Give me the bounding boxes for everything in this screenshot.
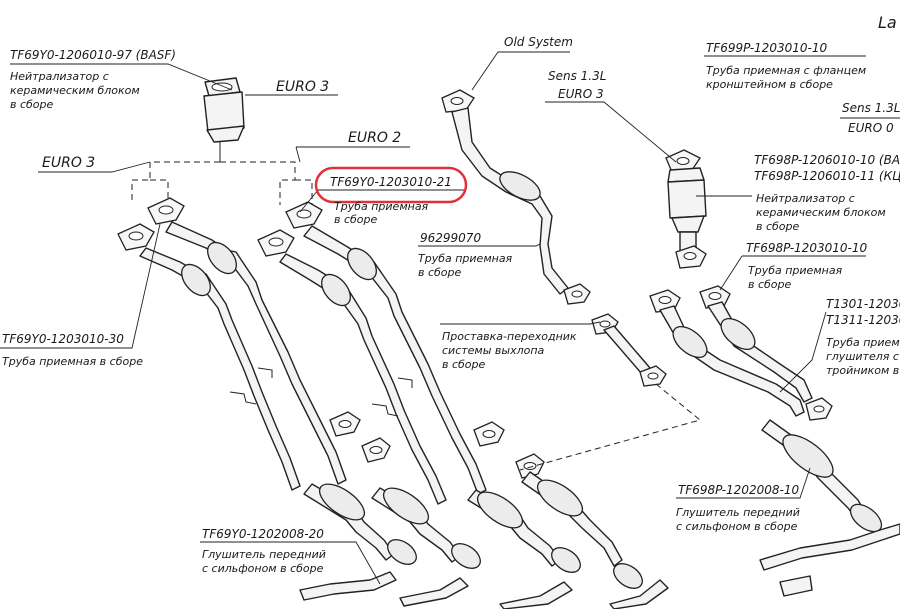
label-pipe30-desc: Труба приемная в сборе <box>2 355 143 368</box>
dashed-link-spacer <box>519 383 702 471</box>
label-t1301-code2: T1311-120301 <box>826 313 900 327</box>
label-sens-euro0-line2: EURO 0 <box>848 121 894 135</box>
catalyst-right <box>665 149 707 269</box>
label-cat-right-desc3: в сборе <box>756 220 800 233</box>
label-pipe-flange-code: TF699P-1203010-10 <box>706 41 827 55</box>
label-cat-basf-desc3: в сборе <box>10 98 54 111</box>
label-muffler-right-desc2: с сильфоном в сборе <box>676 520 798 533</box>
label-pipe-96299070-desc1: Труба приемная <box>418 252 513 265</box>
old-system-pipe <box>441 89 591 305</box>
label-pipe-96299070-code: 96299070 <box>420 231 481 245</box>
label-pipe30-code: TF69Y0-1203010-30 <box>2 332 124 346</box>
label-euro2: EURO 2 <box>348 130 401 146</box>
front-pipe-set-euro3 <box>117 197 391 491</box>
label-spacer-desc3: в сборе <box>442 358 486 371</box>
label-sens-euro3-line1: Sens 1.3L <box>548 69 606 83</box>
label-pipe-96299070-desc2: в сборе <box>418 266 462 279</box>
front-mufflers-left <box>299 471 669 609</box>
label-sens-euro3-line2: EURO 3 <box>558 87 604 101</box>
label-euro3-cat: EURO 3 <box>276 79 329 95</box>
label-muffler-left-code: TF69Y0-1202008-20 <box>202 527 324 541</box>
dashed-link-euro <box>131 161 313 205</box>
label-cat-basf-desc2: керамическим блоком <box>10 84 140 97</box>
label-pipe-flange-desc1: Труба приемная с фланцем <box>706 64 866 77</box>
label-highlight-code: TF69Y0-1203010-21 <box>330 175 452 189</box>
label-cat-basf-desc1: Нейтрализатор с <box>10 70 109 83</box>
label-muffler-right-desc1: Глушитель передний <box>676 506 800 519</box>
label-cat-right-desc2: керамическим блоком <box>756 206 886 219</box>
highlight-outline <box>314 166 468 204</box>
label-t1301-desc3: тройником в <box>826 364 899 377</box>
label-t1301-desc2: глушителя с <box>826 350 899 363</box>
label-sens-euro0-line1: Sens 1.3L <box>842 101 900 115</box>
label-euro3-left: EURO 3 <box>42 155 95 171</box>
label-muffler-right-code: TF698P-1202008-10 <box>678 483 799 497</box>
label-pipe21-desc2: в сборе <box>334 213 378 226</box>
label-spacer-desc1: Проставка-переходник <box>442 330 577 343</box>
label-spacer-desc2: системы выхлопа <box>442 344 545 357</box>
exhaust-spacer-adapter <box>591 313 667 387</box>
front-pipe-right <box>649 285 833 421</box>
label-cat-right-code1: TF698P-1206010-10 (BA <box>754 153 900 167</box>
catalyst-basf <box>203 77 245 162</box>
label-t1301-desc1: Труба приемна <box>826 336 900 349</box>
label-cat-right-code2: TF698P-1206010-11 (КЦ <box>754 169 900 183</box>
front-muffler-right <box>759 419 900 597</box>
label-cat-basf-code: TF69Y0-1206010-97 (BASF) <box>10 48 176 62</box>
label-cat-right-desc1: Нейтрализатор с <box>756 192 855 205</box>
label-old-system: Old System <box>504 35 573 49</box>
label-pipe-698-code: TF698P-1203010-10 <box>746 241 867 255</box>
label-pipe-698-desc2: в сборе <box>748 278 792 291</box>
label-muffler-left-desc1: Глушитель передний <box>202 548 326 561</box>
leader-lines <box>0 51 900 585</box>
label-pipe21-desc1: Труба приемная <box>334 200 429 213</box>
label-muffler-left-desc2: с сильфоном в сборе <box>202 562 324 575</box>
label-pipe-698-desc1: Труба приемная <box>748 264 843 277</box>
label-la-top: La <box>878 13 897 32</box>
label-t1301-code1: T1301-120301 <box>826 297 900 311</box>
label-pipe-flange-desc2: кронштейном в сборе <box>706 78 833 91</box>
